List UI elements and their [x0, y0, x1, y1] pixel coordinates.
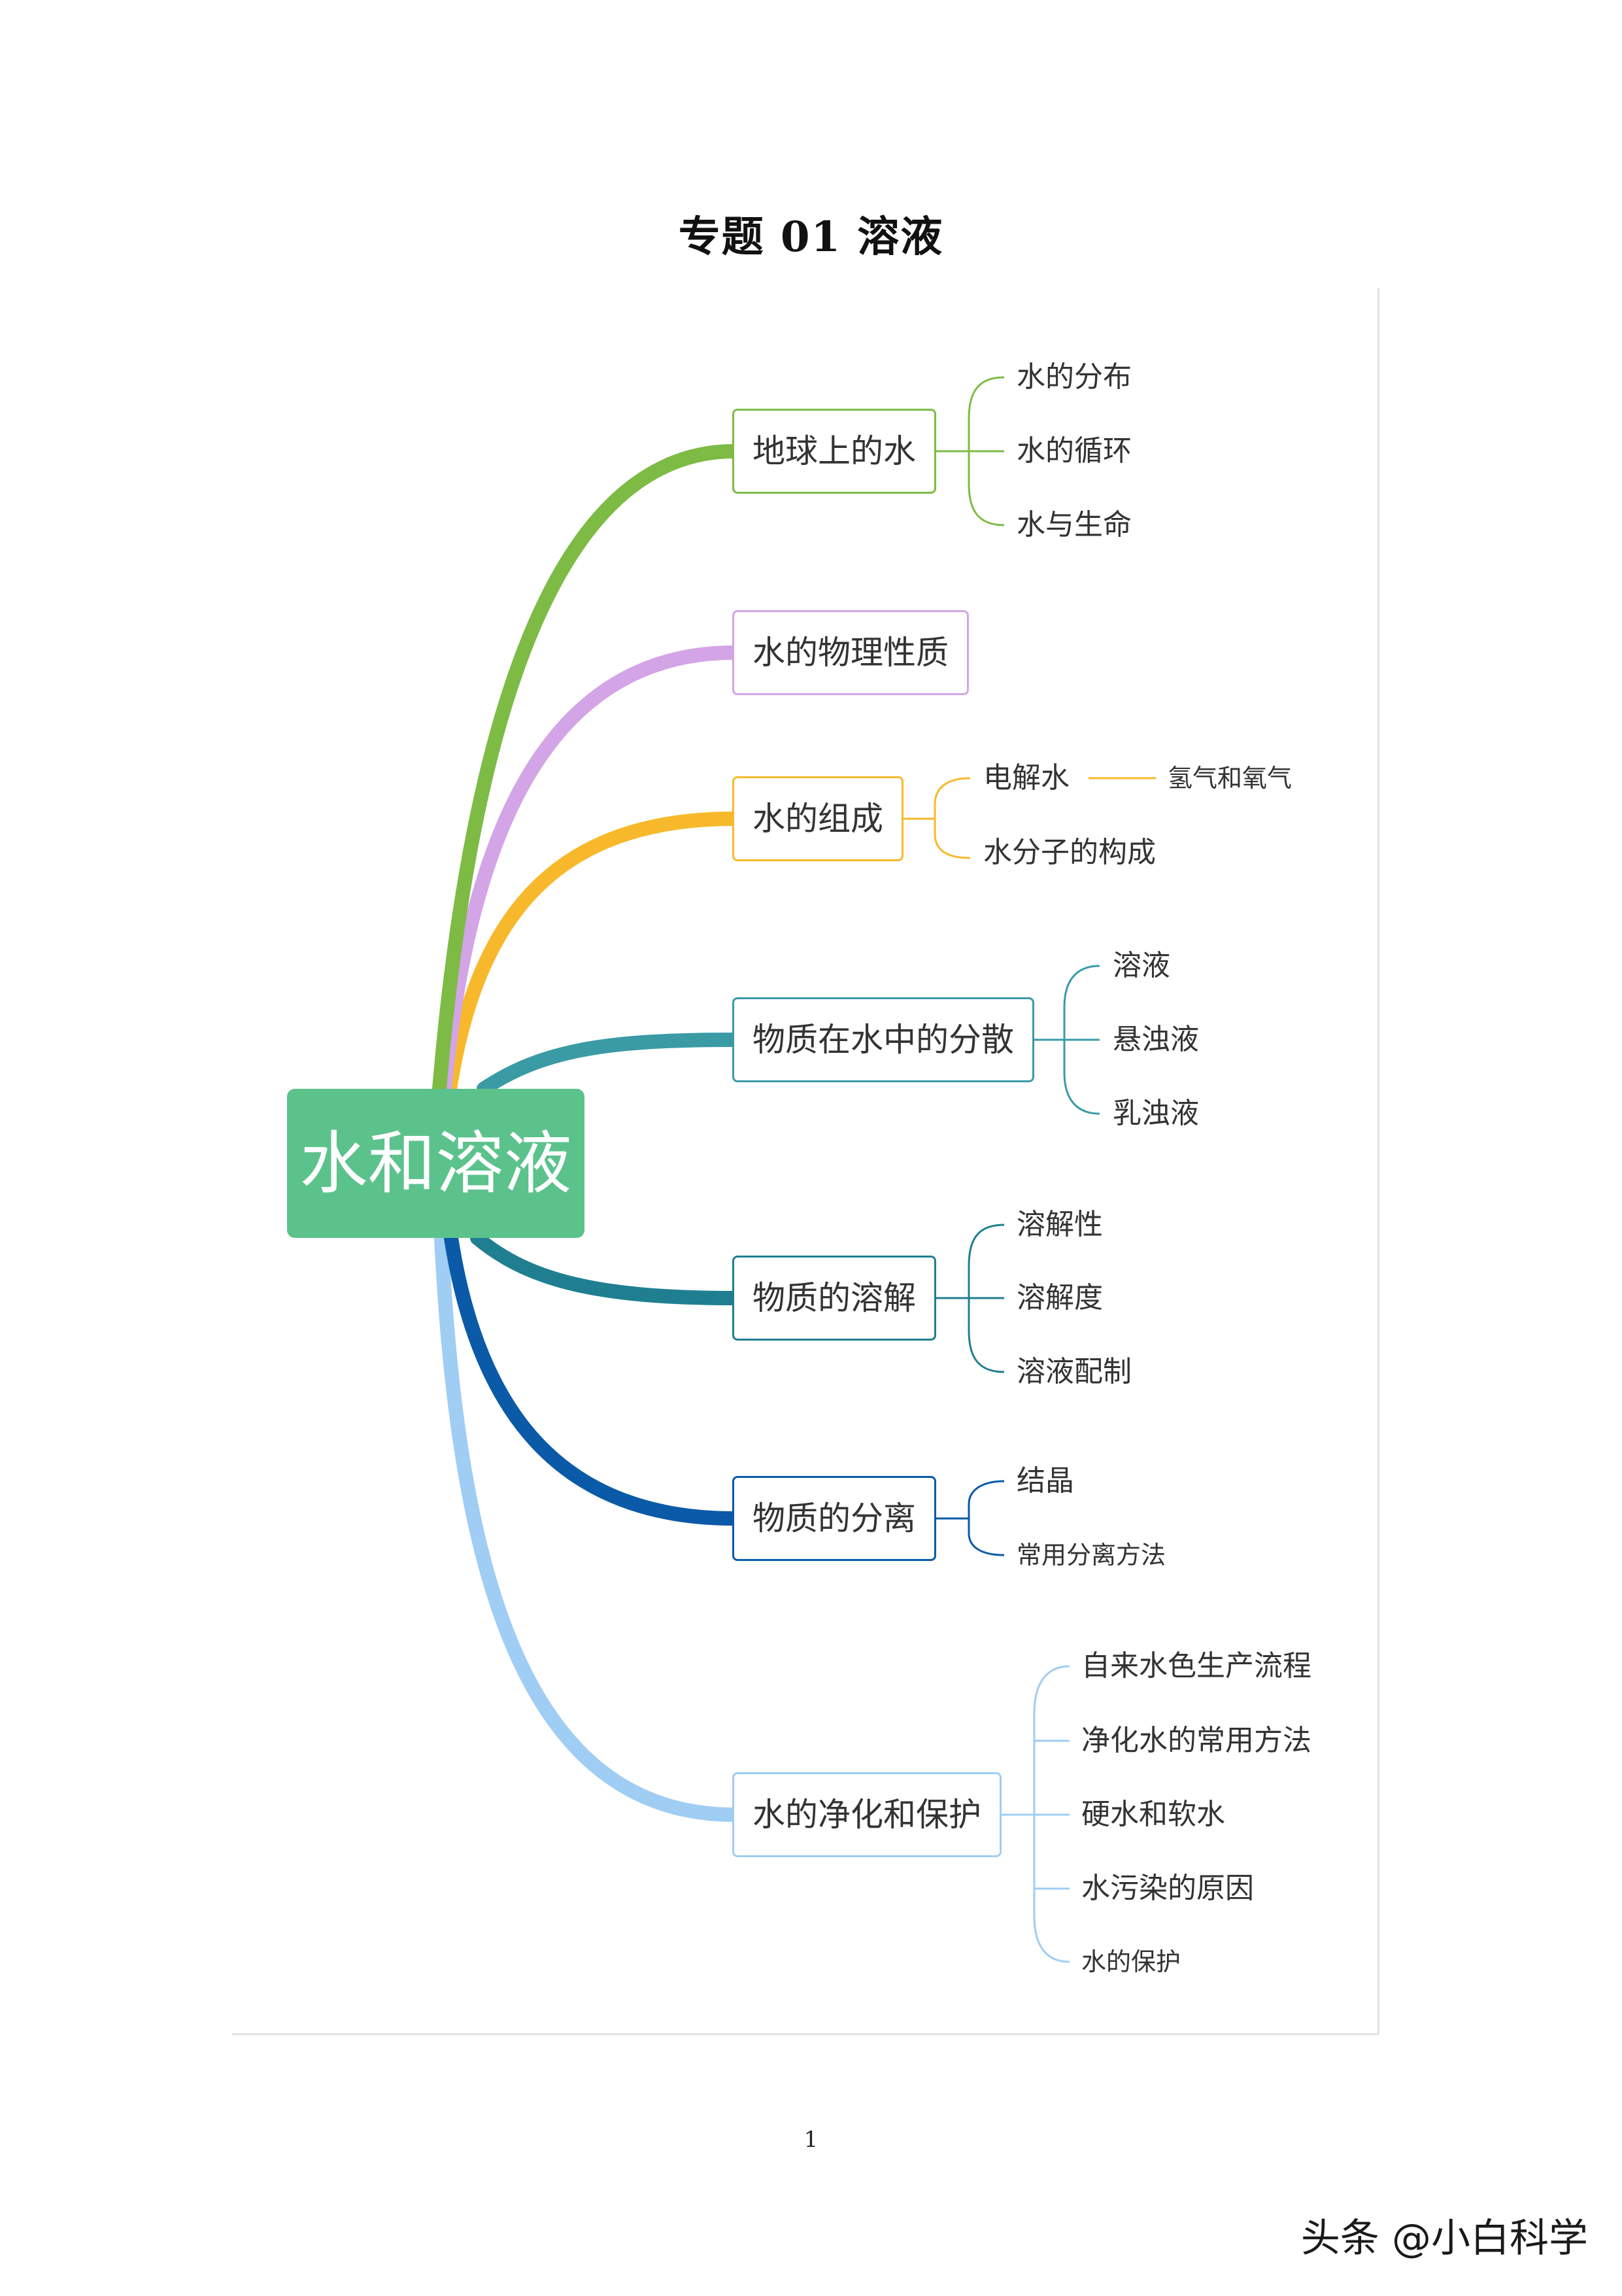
bracket-earth-water [934, 376, 1005, 526]
leaf-water-and-life[interactable]: 水与生命 [1017, 508, 1132, 541]
connector-substance-dissolution [470, 1231, 741, 1305]
connector-water-composition [443, 812, 741, 1096]
branch-node-substance-dispersion[interactable]: 物质在水中的分散 [732, 997, 1034, 1082]
leaf-water-pollution-causes[interactable]: 水污染的原因 [1081, 1872, 1254, 1905]
leaf-common-separation-methods[interactable]: 常用分离方法 [1017, 1541, 1166, 1569]
leaf-solution[interactable]: 溶液 [1113, 949, 1170, 982]
branch-node-earth-water[interactable]: 地球上的水 [732, 409, 936, 494]
branch-node-water-composition[interactable]: 水的组成 [732, 776, 904, 861]
watermark-text: 头条 @小白科学 [1300, 2216, 1588, 2261]
branch-node-water-physical-properties[interactable]: 水的物理性质 [732, 610, 969, 695]
leaf-water-purification-methods[interactable]: 净化水的常用方法 [1081, 1724, 1311, 1757]
page-title: 专题 01 溶液 [678, 213, 944, 262]
leaf-solubility-property[interactable]: 溶解性 [1017, 1208, 1103, 1241]
leaf-crystallization[interactable]: 结晶 [1017, 1464, 1074, 1498]
leaf-tap-water-production[interactable]: 自来水色生产流程 [1081, 1649, 1311, 1683]
leaf-emulsion[interactable]: 乳浊液 [1113, 1097, 1199, 1130]
leaf-water-molecule-structure[interactable]: 水分子的构成 [983, 836, 1156, 869]
bracket-substance-dispersion [1030, 965, 1100, 1115]
connector-water-purification [434, 1231, 741, 1822]
branch-node-substance-separation[interactable]: 物质的分离 [732, 1476, 936, 1561]
leaf-electrolysis[interactable]: 电解水 [983, 761, 1070, 795]
leaf-hydrogen-oxygen[interactable]: 氢气和氧气 [1168, 764, 1293, 793]
bracket-substance-separation [934, 1480, 1005, 1556]
page-number: 1 [803, 2127, 819, 2153]
connector-substance-dispersion [477, 1033, 741, 1096]
branch-node-substance-dissolution[interactable]: 物质的溶解 [732, 1256, 936, 1341]
leaf-solution-preparation[interactable]: 溶液配制 [1017, 1355, 1132, 1388]
leaf-hard-soft-water[interactable]: 硬水和软水 [1081, 1798, 1225, 1831]
leaf-solubility[interactable]: 溶解度 [1017, 1281, 1103, 1314]
leaf-water-cycle[interactable]: 水的循环 [1017, 434, 1132, 468]
leaf-suspension[interactable]: 悬浊液 [1113, 1023, 1199, 1056]
bracket-water-purification [998, 1665, 1070, 1963]
mind-map-frame [232, 288, 1379, 2035]
root-node[interactable]: 水和溶液 [287, 1089, 584, 1238]
connector-substance-separation [444, 1231, 741, 1526]
connector-earth-water [432, 444, 741, 1096]
leaf-water-protection[interactable]: 水的保护 [1081, 1947, 1181, 1976]
connector-water-physical [437, 645, 741, 1096]
branch-node-water-purification[interactable]: 水的净化和保护 [732, 1772, 1002, 1857]
bracket-water-composition [901, 777, 1156, 859]
leaf-water-distribution[interactable]: 水的分布 [1017, 360, 1132, 394]
bracket-substance-dissolution [934, 1224, 1005, 1373]
